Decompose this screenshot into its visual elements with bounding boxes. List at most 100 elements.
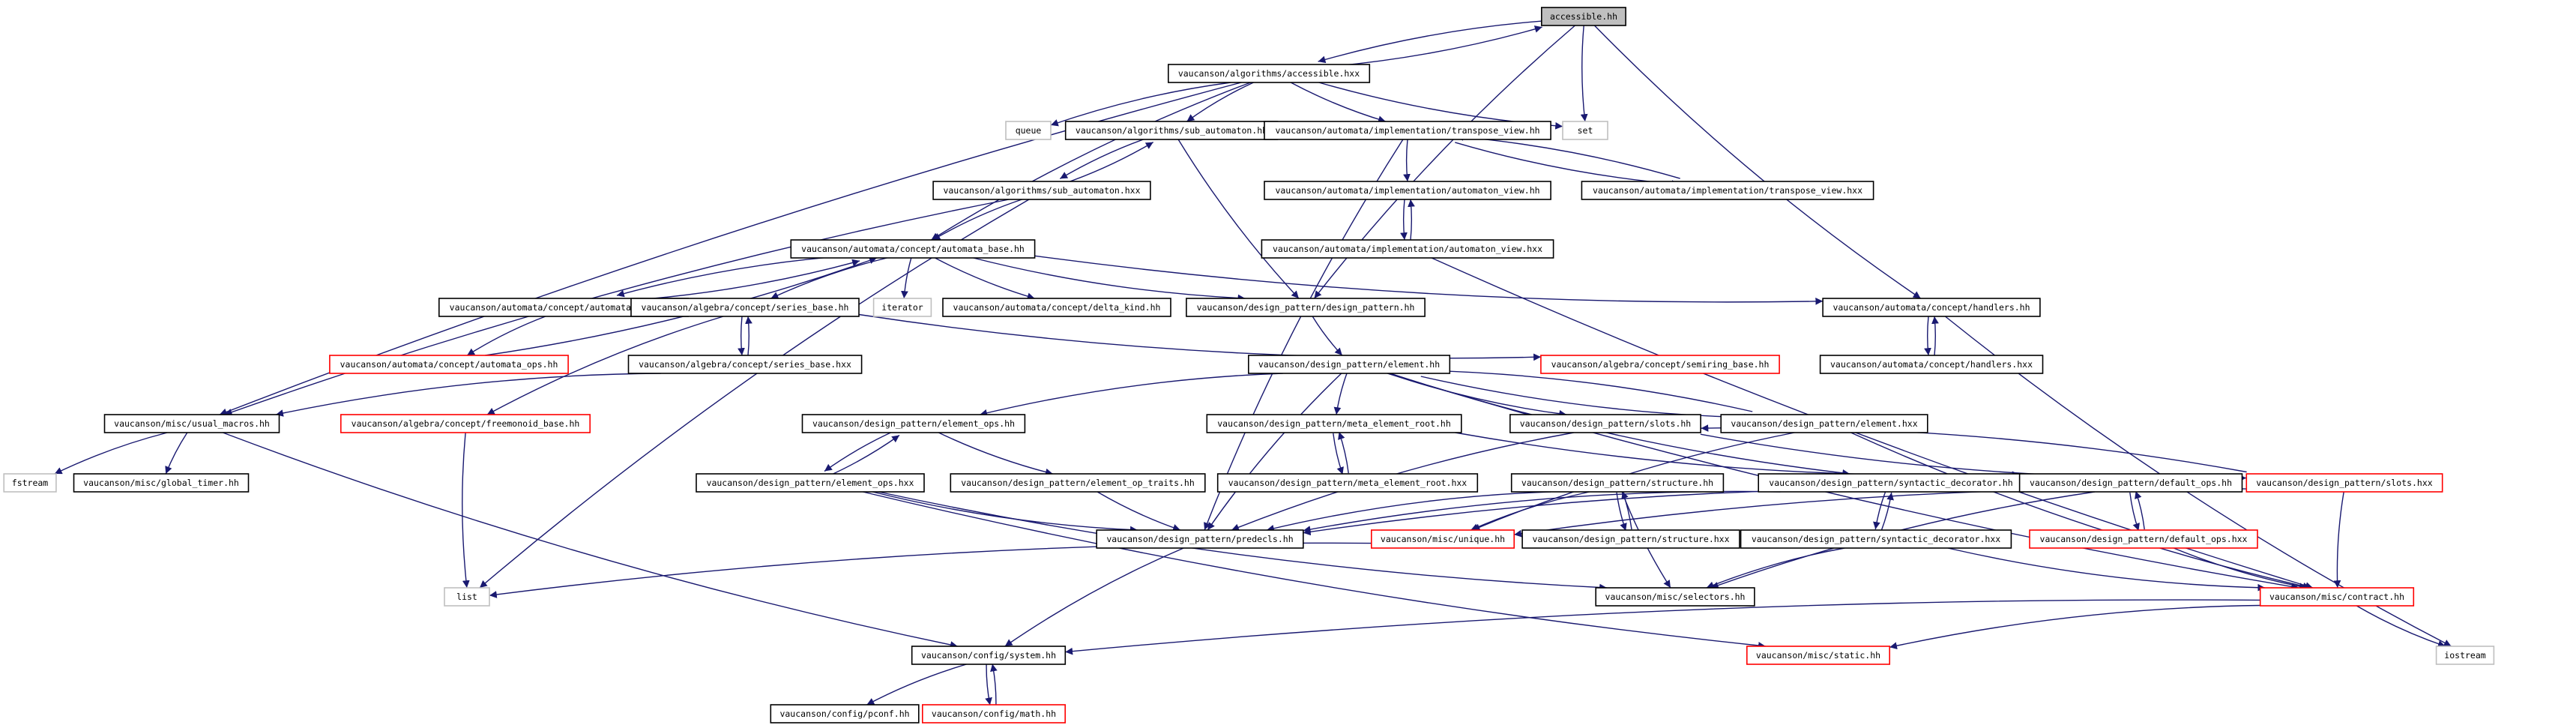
node-label: vaucanson/automata/concept/delta_kind.hh xyxy=(953,302,1161,313)
node-label: vaucanson/automata/concept/automata_ops.… xyxy=(340,359,558,370)
node-unique[interactable]: vaucanson/misc/unique.hh xyxy=(1371,529,1515,549)
node-box xyxy=(1822,298,2041,317)
node-sub-hh[interactable]: vaucanson/algorithms/sub_automaton.hh xyxy=(1064,121,1279,140)
node-box xyxy=(1096,529,1304,549)
edge-unique-to-list xyxy=(489,542,1372,598)
node-srb-hh[interactable]: vaucanson/algebra/concept/semiring_base.… xyxy=(1540,355,1780,374)
node-label: queue xyxy=(1016,125,1042,136)
node-av-hxx[interactable]: vaucanson/automata/implementation/automa… xyxy=(1261,239,1554,259)
edge-el_hxx-to-contract xyxy=(1850,432,2311,590)
node-do-hh[interactable]: vaucanson/design_pattern/default_ops.hh xyxy=(2018,473,2243,493)
node-label: vaucanson/automata/concept/handlers.hxx xyxy=(1830,359,2033,370)
edge-root-to-set xyxy=(1580,25,1588,122)
edge-dp_hh-to-el_hh xyxy=(1312,316,1343,356)
node-eo-hxx[interactable]: vaucanson/design_pattern/element_ops.hxx xyxy=(696,473,925,493)
node-layer: accessible.hh vaucanson/algorithms/access… xyxy=(3,7,2495,724)
edge-ab_hh-to-ab_hxx xyxy=(616,254,859,298)
node-mer-hxx[interactable]: vaucanson/design_pattern/meta_element_ro… xyxy=(1216,473,1479,493)
node-handlers-hxx[interactable]: vaucanson/automata/concept/handlers.hxx xyxy=(1819,355,2044,374)
node-dk-hh[interactable]: vaucanson/automata/concept/delta_kind.hh xyxy=(942,298,1171,317)
node-box xyxy=(1595,587,1755,607)
node-el-hxx[interactable]: vaucanson/design_pattern/element.hxx xyxy=(1720,414,1928,433)
node-sd-hxx[interactable]: vaucanson/design_pattern/syntactic_decor… xyxy=(1740,529,2012,549)
node-static[interactable]: vaucanson/misc/static.hh xyxy=(1746,646,1891,665)
edge-el_hh-to-slots_hh xyxy=(1387,373,1567,418)
node-box xyxy=(1064,121,1279,140)
node-slots-hh[interactable]: vaucanson/design_pattern/slots.hh xyxy=(1509,414,1701,433)
node-selectors[interactable]: vaucanson/misc/selectors.hh xyxy=(1595,587,1755,607)
node-tv-hh[interactable]: vaucanson/automata/implementation/transp… xyxy=(1264,121,1551,140)
node-box xyxy=(1168,64,1371,83)
node-alg-acc-hxx[interactable]: vaucanson/algorithms/accessible.hxx xyxy=(1168,64,1371,83)
edge-eo_hxx-to-selectors xyxy=(878,491,1607,592)
node-sd-hh[interactable]: vaucanson/design_pattern/syntactic_decor… xyxy=(1758,473,2024,493)
edge-alg_acc_hxx-to-tv_hh xyxy=(1290,82,1387,123)
node-label: vaucanson/config/math.hh xyxy=(932,709,1056,719)
node-box xyxy=(2029,529,2258,549)
node-label: vaucanson/misc/selectors.hh xyxy=(1605,592,1746,602)
node-label: vaucanson/misc/global_timer.hh xyxy=(83,478,239,488)
node-sb-hxx[interactable]: vaucanson/algebra/concept/series_base.hx… xyxy=(627,355,863,374)
node-label: vaucanson/design_pattern/predecls.hh xyxy=(1106,534,1293,544)
edge-sub_hxx-to-um_hh xyxy=(224,199,1010,416)
node-el-hh[interactable]: vaucanson/design_pattern/element.hh xyxy=(1248,355,1451,374)
node-box xyxy=(1264,181,1551,200)
node-label: vaucanson/automata/implementation/automa… xyxy=(1273,244,1542,254)
node-box xyxy=(1186,298,1426,317)
node-label: vaucanson/misc/unique.hh xyxy=(1381,534,1505,544)
edge-system-to-pconf xyxy=(866,664,967,706)
node-box xyxy=(911,646,1067,665)
edge-root-to-handlers_hh xyxy=(1593,25,1921,299)
node-box xyxy=(1540,355,1780,374)
edge-slots_hh-to-predecls xyxy=(1231,432,1574,531)
node-box xyxy=(932,181,1151,200)
edge-root-to-alg_acc_hxx xyxy=(1318,20,1542,64)
edge-tv_hxx-to-tv_hh xyxy=(1456,133,1680,179)
node-str-hh[interactable]: vaucanson/design_pattern/structure.hh xyxy=(1510,473,1725,493)
node-box xyxy=(2435,646,2495,665)
node-slots-hxx[interactable]: vaucanson/design_pattern/slots.hxx xyxy=(2245,473,2443,493)
edge-sd_hh-to-sd_hxx xyxy=(1873,490,1886,530)
edge-mer_hxx-to-mer_hh xyxy=(1338,431,1349,474)
edge-ab_hh-to-iterator xyxy=(901,257,912,299)
node-predecls[interactable]: vaucanson/design_pattern/predecls.hh xyxy=(1096,529,1304,549)
node-dp-hh[interactable]: vaucanson/design_pattern/design_pattern.… xyxy=(1186,298,1426,317)
node-root[interactable]: accessible.hh xyxy=(1541,7,1626,26)
node-box xyxy=(2245,473,2443,493)
node-eot-hh[interactable]: vaucanson/design_pattern/element_op_trai… xyxy=(950,473,1206,493)
node-eo-hh[interactable]: vaucanson/design_pattern/element_ops.hh xyxy=(801,414,1026,433)
node-label: vaucanson/design_pattern/element_ops.hh xyxy=(812,418,1015,429)
node-sb-hh[interactable]: vaucanson/algebra/concept/series_base.hh xyxy=(630,298,860,317)
node-tv-hxx[interactable]: vaucanson/automata/implementation/transp… xyxy=(1581,181,1874,200)
node-label: iostream xyxy=(2444,650,2485,661)
node-ab-hh[interactable]: vaucanson/automata/concept/automata_base… xyxy=(790,239,1036,259)
edge-mer_hh-to-mer_hxx xyxy=(1333,433,1344,475)
node-box xyxy=(73,473,250,493)
edge-slots_hxx-to-contract xyxy=(2333,491,2344,589)
node-box xyxy=(444,587,490,607)
edge-sb_hh-to-srb_hh xyxy=(858,313,1541,361)
edge-fmb_hh-to-list xyxy=(462,432,470,589)
node-um-hh[interactable]: vaucanson/misc/usual_macros.hh xyxy=(103,414,280,433)
node-sub-hxx[interactable]: vaucanson/algorithms/sub_automaton.hxx xyxy=(932,181,1151,200)
node-box xyxy=(1720,414,1928,433)
node-mer-hh[interactable]: vaucanson/design_pattern/meta_element_ro… xyxy=(1206,414,1462,433)
node-label: vaucanson/config/system.hh xyxy=(921,650,1056,661)
edge-predecls-to-system xyxy=(1004,547,1184,647)
node-gt-hh[interactable]: vaucanson/misc/global_timer.hh xyxy=(73,473,250,493)
node-fmb-hh[interactable]: vaucanson/algebra/concept/freemonoid_bas… xyxy=(340,414,591,433)
edge-el_hh-to-eo_hh xyxy=(980,373,1283,417)
node-math[interactable]: vaucanson/config/math.hh xyxy=(922,704,1067,724)
edge-el_hh-to-predecls xyxy=(1207,373,1342,531)
edge-str_hh-to-unique xyxy=(1471,491,1590,531)
node-av-hh[interactable]: vaucanson/automata/implementation/automa… xyxy=(1264,181,1551,200)
node-aops-hh[interactable]: vaucanson/automata/concept/automata_ops.… xyxy=(329,355,569,374)
node-str-hxx[interactable]: vaucanson/design_pattern/structure.hxx xyxy=(1521,529,1740,549)
node-system[interactable]: vaucanson/config/system.hh xyxy=(911,646,1067,665)
node-box xyxy=(2259,587,2415,607)
edge-sub_hh-to-sub_hxx xyxy=(1059,136,1151,180)
node-handlers-hh[interactable]: vaucanson/automata/concept/handlers.hh xyxy=(1822,298,2041,317)
node-do-hxx[interactable]: vaucanson/design_pattern/default_ops.hxx xyxy=(2029,529,2258,549)
node-pconf[interactable]: vaucanson/config/pconf.hh xyxy=(770,704,920,724)
node-contract[interactable]: vaucanson/misc/contract.hh xyxy=(2259,587,2415,607)
